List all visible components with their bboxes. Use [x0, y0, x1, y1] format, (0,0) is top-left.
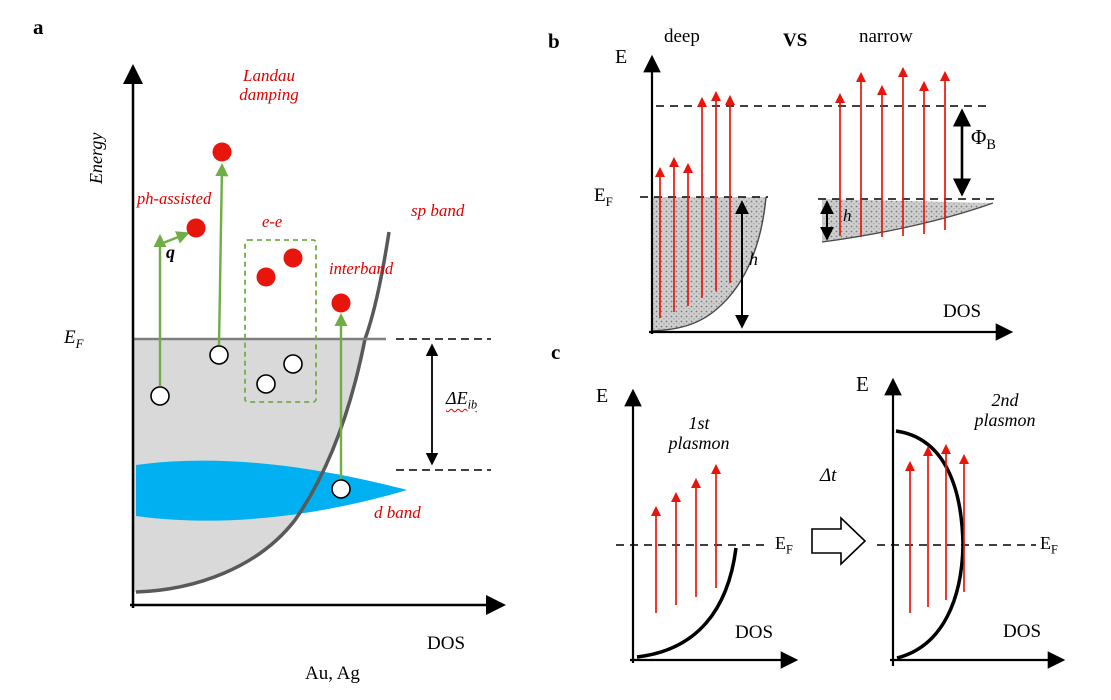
deep-label: deep	[664, 26, 700, 47]
sp-band-label: sp band	[411, 201, 465, 220]
fermi-base: E	[64, 327, 76, 348]
delta-t-block-arrow	[811, 516, 867, 566]
fermi-level-label-c-right: EF	[1040, 533, 1058, 557]
fermi-level-label-b: EF	[594, 185, 613, 209]
fermi-level-label-a: EF	[64, 327, 84, 351]
first-plasmon-label: 1st plasmon	[668, 413, 730, 454]
deep-hot-electron-arrows	[654, 90, 736, 318]
ee-dashed-box	[244, 239, 317, 403]
hot-electron-dot	[212, 142, 232, 162]
phi-base: Φ	[971, 125, 987, 149]
delta-t-label: Δt	[820, 465, 837, 486]
hot-electron-dot	[256, 267, 276, 287]
h-narrow-label: h	[843, 206, 852, 225]
landau-arrow	[215, 163, 229, 346]
landau-damping-label: Landau damping	[239, 66, 299, 105]
fermi-base: E	[594, 185, 606, 206]
fermi-level-label-c-left: EF	[775, 533, 793, 557]
ph-assisted-label: ph-assisted	[137, 189, 212, 208]
ee-scattering-label: e-e	[262, 212, 283, 231]
narrow-label: narrow	[859, 26, 913, 47]
hole-dot	[331, 479, 351, 499]
hot-electron-dot	[283, 248, 303, 268]
hole-dot	[283, 354, 303, 374]
dos-axis-label-c-left: DOS	[735, 622, 774, 643]
momentum-q-label: q	[166, 242, 175, 262]
first-plasmon-arrows	[650, 463, 722, 613]
panel-a-graphics	[123, 64, 506, 615]
delta-e-interband-label: ΔEib	[446, 388, 477, 412]
fermi-sub: F	[75, 335, 84, 351]
panel-a-label: a	[33, 15, 44, 39]
narrow-hot-electron-arrows	[834, 66, 951, 237]
narrow-well-region	[822, 199, 993, 242]
barrier-phi-label: ΦB	[971, 125, 996, 154]
fermi-sub: F	[1051, 542, 1058, 557]
dos-curve-first	[636, 547, 738, 659]
d-band-lens	[136, 460, 407, 521]
d-band-label: d band	[374, 503, 421, 522]
energy-axis-label-c-left: E	[596, 385, 609, 407]
vs-label: VS	[783, 30, 808, 51]
panel-c-label: c	[551, 340, 561, 364]
phi-sub: B	[986, 137, 996, 154]
hole-dot	[209, 345, 229, 365]
sp-band-curve	[135, 231, 391, 594]
deep-well-edge	[651, 196, 767, 332]
energy-axis-label: Energy	[86, 132, 106, 184]
hot-electron-dot	[186, 218, 206, 238]
h-deep-label: h	[749, 249, 758, 269]
dos-axis-label-a: DOS	[427, 633, 466, 654]
dos-axis-label-c-right: DOS	[1003, 621, 1042, 642]
fermi-sub: F	[786, 542, 793, 557]
energy-axis-label-b: E	[615, 46, 628, 68]
panel-b-label: b	[548, 29, 560, 53]
dos-axis-label-b: DOS	[943, 301, 982, 322]
panel-b-graphics	[640, 54, 1014, 341]
materials-label: Au, Ag	[305, 663, 360, 684]
momentum-q-arrow	[162, 231, 190, 245]
hole-dot	[256, 374, 276, 394]
fermi-base: E	[1040, 533, 1051, 553]
hot-electron-dot	[331, 293, 351, 313]
fermi-sub: F	[605, 193, 613, 209]
second-plasmon-label: 2nd plasmon	[974, 390, 1036, 431]
hole-dot	[150, 386, 170, 406]
narrow-well-edge	[821, 202, 994, 243]
delta-e-sub: ib	[467, 397, 478, 412]
delta-e-base: ΔE	[446, 388, 468, 408]
panel-c-graphics	[616, 377, 1066, 669]
interband-label: interband	[329, 259, 394, 278]
second-plasmon-arrows	[904, 443, 970, 613]
energy-axis-label-c-right: E	[856, 372, 869, 396]
fermi-base: E	[775, 533, 786, 553]
